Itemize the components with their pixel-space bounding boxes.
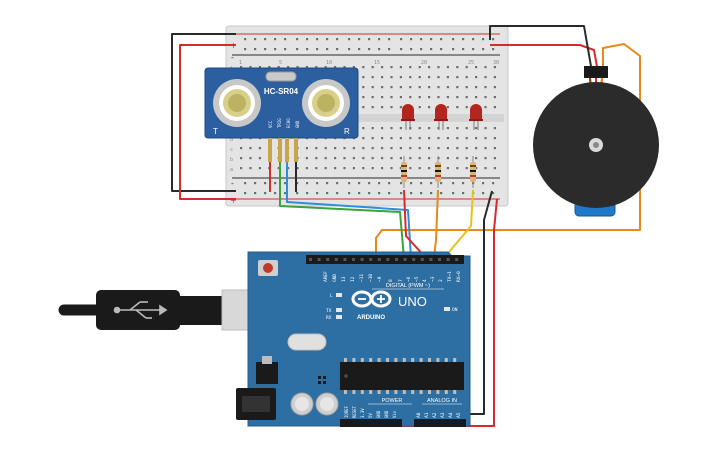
col-num-5: 5 (279, 60, 282, 66)
microcontroller-chip (340, 362, 464, 390)
power-header (340, 419, 402, 427)
analog-header (414, 419, 466, 427)
servo-wheel (533, 82, 659, 208)
sensor-pin-gnd: GND (295, 120, 300, 128)
pin-3: ~3 (430, 276, 436, 282)
led-icon (401, 104, 415, 130)
sensor-pin-trig: TRIG (277, 118, 282, 128)
wire-sensor-echo (286, 160, 412, 259)
voltage-regulator (256, 362, 278, 384)
col-num-25: 25 (468, 60, 474, 66)
resistor-icon (470, 156, 476, 188)
servo-motor-icon (533, 66, 659, 217)
pin-tx1: TX→1 (447, 271, 453, 282)
wire-sensor-trig (279, 160, 405, 259)
pin-a3: A3 (440, 412, 446, 418)
pin-a1: A1 (424, 412, 430, 418)
pin-gnd-2: GND (384, 410, 389, 418)
pin-a4: A4 (448, 412, 454, 418)
pin-2: 2 (438, 279, 444, 282)
crystal-oscillator (287, 333, 327, 351)
usb-cable-icon (58, 289, 275, 331)
row-letter-c: c (230, 147, 233, 153)
reset-button-cap[interactable] (263, 263, 273, 273)
led-array (401, 104, 483, 188)
pin-4: 4 (422, 279, 428, 282)
pin-6: ~6 (406, 276, 412, 282)
sensor-crystal (265, 71, 297, 82)
row-letter-a: a (230, 167, 233, 173)
sensor-pin-echo: ECHO (286, 118, 291, 128)
analog-label: ANALOG IN (427, 398, 457, 404)
on-label: ON (452, 307, 458, 313)
pin-reset: RESET (352, 405, 357, 418)
led-label-l: L (330, 293, 333, 299)
digital-header (306, 255, 464, 264)
pin-a0: A0 (416, 412, 422, 418)
wire-black-left-rail (171, 33, 236, 192)
pin-5: ~5 (414, 276, 420, 282)
wire-red-left-rail (179, 44, 236, 200)
pin-10: ~10 (368, 274, 374, 282)
arduino-infinity-logo-icon (351, 290, 392, 308)
led-label-rx: RX (326, 315, 332, 321)
power-label: POWER (382, 398, 403, 404)
pin-gnd-1: GND (376, 410, 381, 418)
rail-plus-bottom: + (230, 196, 237, 205)
board-name: UNO (398, 294, 427, 309)
rail-minus-bottom: - (231, 179, 234, 188)
icsp-header (318, 376, 326, 384)
pin-ioref: IOREF (344, 405, 349, 418)
pin-a5: A5 (456, 412, 462, 418)
pin-12: 12 (350, 276, 356, 282)
pin-vin: Vin (392, 410, 397, 418)
pin-aref: AREF (323, 271, 329, 282)
col-num-15: 15 (374, 60, 380, 66)
row-letter-b: b (230, 157, 233, 163)
pin-9: ~9 (377, 276, 383, 282)
sensor-transducer-right (302, 79, 350, 127)
power-pin-labels: IOREF RESET 3.3V 5V GND GND Vin (344, 405, 397, 418)
wire-led-red (403, 189, 427, 259)
led-label-tx: TX (326, 308, 332, 314)
row-letter-d: d (230, 137, 233, 143)
rail-minus-top: - (231, 53, 234, 62)
servo-connector (584, 66, 608, 78)
breadboard-channel (230, 114, 504, 122)
sensor-model-label: HC-SR04 (264, 87, 299, 96)
pin-rx0: RX←0 (456, 271, 462, 282)
digital-pin-labels: AREF GND 13 12 ~11 ~10 ~9 8 7 ~6 ~5 4 ~3… (323, 271, 462, 282)
pin-7: 7 (398, 279, 404, 282)
brand-label: ARDUINO (357, 315, 385, 321)
sensor-r-mark: R (344, 127, 350, 136)
pin-5v: 5V (368, 413, 373, 418)
resistor-icon (435, 156, 441, 188)
resistor-icon (401, 156, 407, 188)
led-icon (469, 104, 483, 130)
col-num-20: 20 (421, 60, 427, 66)
digital-header-label: DIGITAL (PWM ~) (386, 283, 430, 289)
usb-symbol (113, 301, 168, 319)
pin-gnd-d: GND (332, 274, 338, 282)
ultrasonic-sensor: HC-SR04 T R VCC TRIG ECHO GND (204, 67, 359, 162)
wire-led-yellow (443, 189, 474, 259)
arduino-uno-board: AREF GND 13 12 ~11 ~10 ~9 8 7 ~6 ~5 4 ~3… (236, 251, 471, 427)
pin-a2: A2 (432, 412, 438, 418)
pin-8: 8 (388, 279, 394, 282)
col-num-30: 30 (493, 60, 499, 66)
analog-pin-labels: A0 A1 A2 A3 A4 A5 (416, 412, 462, 418)
sensor-t-mark: T (213, 127, 218, 136)
col-num-10: 10 (326, 60, 332, 66)
col-num-1: 1 (239, 60, 242, 66)
pin-11: ~11 (359, 274, 365, 282)
led-icon (434, 104, 448, 130)
sensor-transducer-left (213, 79, 261, 127)
sensor-pin-vcc: VCC (268, 120, 273, 128)
wire-black-servo (489, 25, 593, 73)
pin-3v3: 3.3V (360, 408, 365, 418)
pin-13: 13 (341, 276, 347, 282)
